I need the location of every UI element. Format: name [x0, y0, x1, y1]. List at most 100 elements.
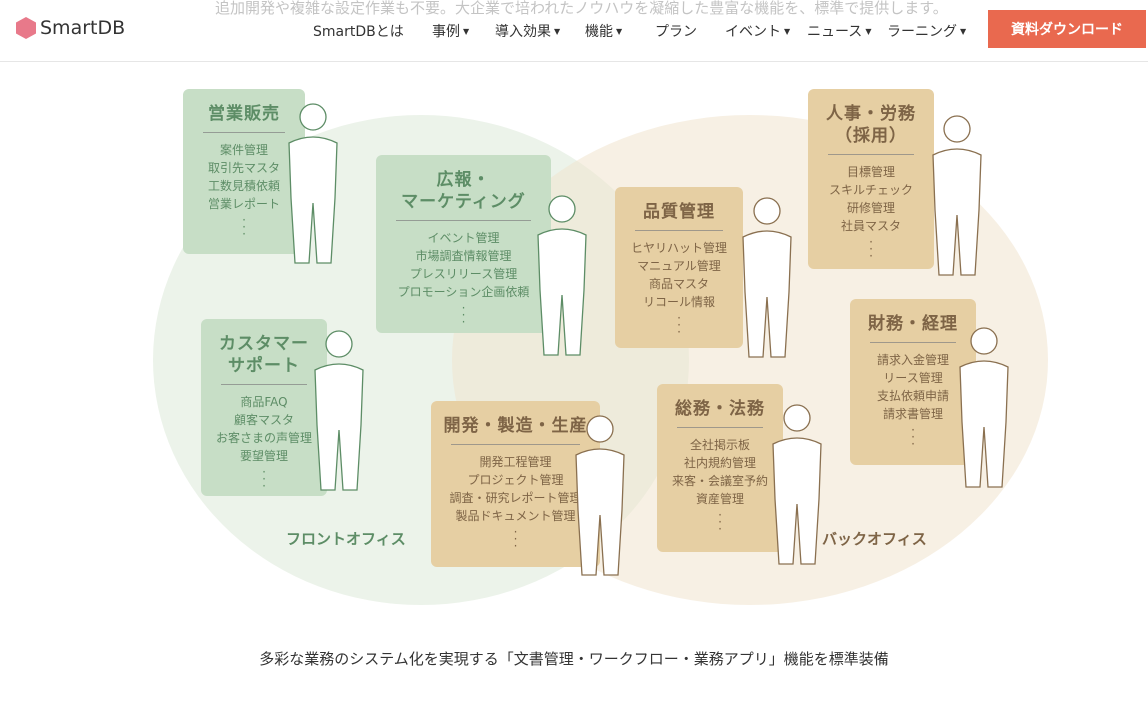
- box-item: リース管理: [883, 371, 943, 385]
- box-title: 広報・ マーケティング: [401, 170, 526, 212]
- box-item: 製品ドキュメント管理: [455, 509, 576, 523]
- box-item: 社員マスタ: [840, 219, 901, 233]
- box-item: 支払依頼申請: [876, 389, 949, 403]
- function-box: 開発・製造・生産開発工程管理プロジェクト管理調査・研究レポート管理製品ドキュメン…: [431, 401, 600, 567]
- nav-item[interactable]: SmartDBとは: [313, 21, 404, 41]
- divider: [870, 342, 956, 343]
- box-item: ヒヤリハット管理: [630, 241, 727, 255]
- caret-down-icon: ▼: [960, 27, 967, 36]
- nav-item[interactable]: 導入効果▼: [495, 21, 560, 41]
- box-item: 資産管理: [695, 492, 744, 506]
- box-item: スキルチェック: [828, 183, 913, 197]
- nav-item[interactable]: ニュース▼: [807, 21, 871, 41]
- nav-item[interactable]: ラーニング▼: [887, 21, 966, 41]
- more-dots: ···: [869, 235, 873, 263]
- box-item: 工数見積依頼: [207, 179, 280, 193]
- download-button[interactable]: 資料ダウンロード: [988, 10, 1146, 48]
- box-item: リコール情報: [642, 295, 715, 309]
- back-office-label: バックオフィス: [822, 530, 927, 548]
- nav-item[interactable]: イベント▼: [725, 21, 790, 41]
- box-item: 商品FAQ: [240, 395, 288, 409]
- divider: [221, 384, 307, 385]
- box-item: 研修管理: [846, 201, 895, 215]
- box-title: カスタマー サポート: [219, 334, 309, 376]
- caret-down-icon: ▼: [463, 27, 470, 36]
- box-item: 社内規約管理: [683, 456, 756, 470]
- person-figure: [314, 330, 364, 491]
- caret-down-icon: ▼: [865, 27, 872, 36]
- more-dots: ···: [513, 525, 518, 553]
- function-box: カスタマー サポート商品FAQ 顧客マスタお客さまの声管理要望管理 ···: [201, 319, 327, 496]
- nav-item-label: 事例: [432, 24, 460, 40]
- box-title: 人事・労務 （採用）: [826, 104, 916, 146]
- more-dots: ···: [242, 213, 246, 241]
- box-item: プロジェクト管理: [467, 473, 564, 487]
- person-figure: [288, 103, 338, 264]
- caret-down-icon: ▼: [616, 27, 623, 36]
- box-title: 開発・製造・生産: [443, 416, 588, 436]
- divider: [677, 427, 763, 428]
- divider: [396, 220, 531, 221]
- box-item: マニュアル管理: [637, 259, 721, 273]
- nav-item-label: 導入効果: [495, 24, 551, 40]
- function-box: 広報・ マーケティングイベント管理市場調査情報管理プレスリリース管理プロモーショ…: [376, 155, 551, 333]
- box-item: 取引先マスタ: [207, 161, 280, 175]
- nav-item[interactable]: 機能▼: [585, 21, 622, 41]
- person-figure: [772, 404, 822, 565]
- nav-item-label: SmartDBとは: [313, 24, 404, 40]
- divider: [451, 444, 580, 445]
- divider: [828, 154, 914, 155]
- box-item: 顧客マスタ: [233, 413, 294, 427]
- person-figure: [959, 327, 1009, 488]
- function-box: 総務・法務全社掲示板社内規約管理来客・会議室予約資産管理 ···: [657, 384, 783, 552]
- box-item: 開発工程管理: [479, 455, 552, 469]
- box-item: プロモーション企画依頼: [397, 285, 530, 299]
- nav-item-label: プラン: [655, 24, 697, 40]
- person-figure: [575, 415, 625, 576]
- nav-item-label: イベント: [725, 24, 781, 40]
- nav-item[interactable]: 事例▼: [432, 21, 469, 41]
- box-title: 品質管理: [643, 202, 715, 222]
- caret-down-icon: ▼: [554, 27, 561, 36]
- caption: 多彩な業務のシステム化を実現する「文書管理・ワークフロー・業務アプリ」機能を標準…: [259, 650, 889, 668]
- person-figure: [932, 115, 982, 276]
- logo-text: SmartDB: [40, 17, 126, 39]
- site-header: SmartDB SmartDBとは事例▼導入効果▼機能▼プランイベント▼ニュース…: [0, 0, 1148, 62]
- caret-down-icon: ▼: [784, 27, 791, 36]
- divider: [203, 132, 285, 133]
- function-box: 人事・労務 （採用） 目標管理スキルチェック研修管理社員マスタ ···: [808, 89, 934, 269]
- box-item: 調査・研究レポート管理: [449, 491, 582, 505]
- logo-cube-icon: [16, 17, 36, 39]
- more-dots: ···: [911, 423, 915, 451]
- box-item: 目標管理: [846, 165, 895, 179]
- person-figure: [742, 197, 792, 358]
- box-item: 営業レポート: [207, 197, 280, 211]
- box-item: プレスリリース管理: [409, 267, 518, 281]
- more-dots: ···: [262, 465, 266, 493]
- function-box: 財務・経理請求入金管理リース管理支払依頼申請請求書管理 ···: [850, 299, 976, 465]
- front-office-label: フロントオフィス: [286, 530, 406, 548]
- box-item: 要望管理: [239, 449, 288, 463]
- function-box: 品質管理ヒヤリハット管理マニュアル管理商品マスタリコール情報 ···: [615, 187, 743, 348]
- box-item: 商品マスタ: [648, 277, 709, 291]
- more-dots: ···: [718, 508, 722, 536]
- box-item: 市場調査情報管理: [415, 249, 512, 263]
- divider: [635, 230, 723, 231]
- box-item: 請求入金管理: [876, 353, 949, 367]
- faded-intro-text: 追加開発や複雑な設定作業も不要。大企業で培われたノウハウを凝縮した豊富な機能を、…: [215, 0, 948, 17]
- logo[interactable]: SmartDB: [16, 17, 125, 39]
- function-box: 営業販売案件管理取引先マスタ工数見積依頼営業レポート···: [183, 89, 305, 254]
- nav-item-label: ニュース: [807, 24, 863, 40]
- more-dots: ···: [461, 301, 466, 329]
- box-title: 財務・経理: [868, 314, 958, 334]
- nav-item-label: ラーニング: [887, 24, 957, 40]
- box-item: 全社掲示板: [689, 438, 750, 452]
- box-title: 総務・法務: [675, 399, 765, 419]
- more-dots: ···: [677, 311, 681, 339]
- nav-item[interactable]: プラン: [655, 21, 697, 41]
- nav-item-label: 機能: [585, 24, 613, 40]
- box-item: お客さまの声管理: [215, 431, 312, 445]
- box-item: 来客・会議室予約: [671, 474, 768, 488]
- box-item: 請求書管理: [882, 407, 943, 421]
